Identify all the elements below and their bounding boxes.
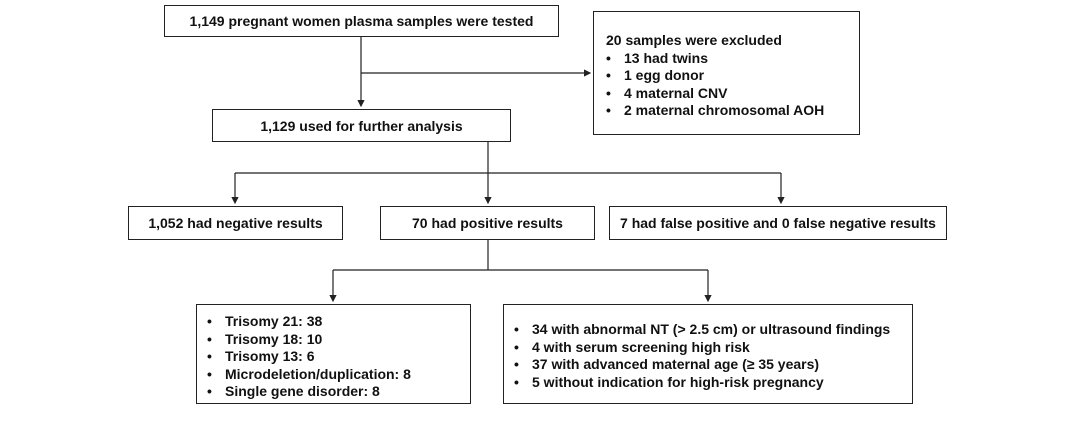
tested-box: 1,149 pregnant women plasma samples were… <box>164 5 559 37</box>
list-item: •4 with serum screening high risk <box>514 338 750 355</box>
list-item: •Trisomy 18: 10 <box>207 330 323 347</box>
used-box: 1,129 used for further analysis <box>212 109 511 142</box>
excluded-box: 20 samples were excluded •13 had twins •… <box>593 11 860 135</box>
negative-box: 1,052 had negative results <box>128 206 343 240</box>
list-item: •4 maternal CNV <box>606 84 728 101</box>
list-item: •34 with abnormal NT (> 2.5 cm) or ultra… <box>514 321 891 337</box>
list-item: •13 had twins <box>606 49 709 66</box>
false-results-label: 7 had false positive and 0 false negativ… <box>620 215 936 231</box>
indications-box: •34 with abnormal NT (> 2.5 cm) or ultra… <box>503 304 913 404</box>
list-item: •Trisomy 13: 6 <box>207 348 315 364</box>
list-item: •2 maternal chromosomal AOH <box>606 102 825 118</box>
list-item: •Trisomy 21: 38 <box>207 313 323 329</box>
positive-label: 70 had positive results <box>412 215 563 231</box>
positive-types-box: •Trisomy 21: 38 •Trisomy 18: 10 •Trisomy… <box>196 304 471 404</box>
list-item: •1 egg donor <box>606 67 705 83</box>
excluded-title: 20 samples were excluded <box>606 32 782 48</box>
tested-label: 1,149 pregnant women plasma samples were… <box>189 13 534 29</box>
list-item: •Single gene disorder: 8 <box>207 383 380 399</box>
list-item: •5 without indication for high-risk preg… <box>514 373 824 390</box>
negative-label: 1,052 had negative results <box>148 215 323 231</box>
positive-box: 70 had positive results <box>380 206 595 240</box>
list-item: •37 with advanced maternal age (≥ 35 yea… <box>514 356 820 372</box>
used-label: 1,129 used for further analysis <box>260 117 463 134</box>
false-results-box: 7 had false positive and 0 false negativ… <box>609 206 947 240</box>
list-item: •Microdeletion/duplication: 8 <box>207 365 411 382</box>
